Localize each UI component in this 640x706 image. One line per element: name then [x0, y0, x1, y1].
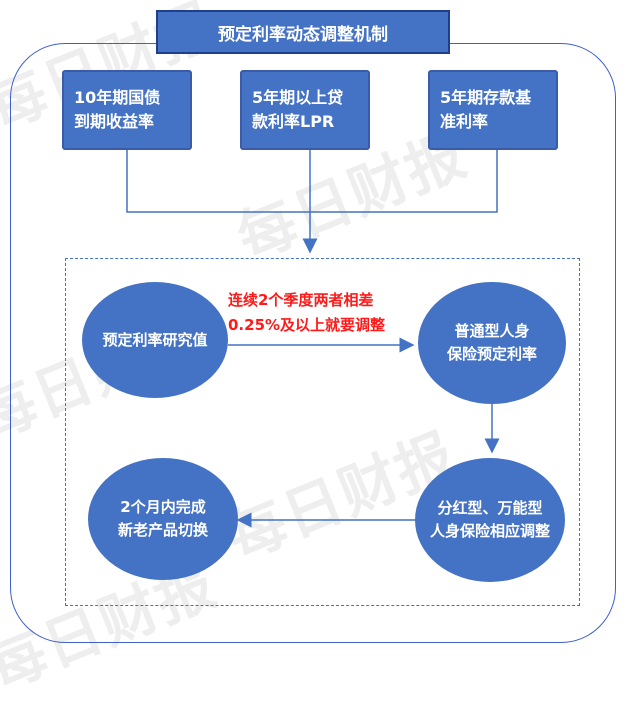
- adjustment-condition-line1: 连续2个季度两者相差: [228, 291, 374, 309]
- adjustment-condition-line2: 0.25%及以上就要调整: [228, 316, 386, 334]
- node-participating-adjust-line1: 分红型、万能型: [437, 499, 543, 517]
- node-participating-adjust: 分红型、万能型 人身保险相应调整: [415, 458, 565, 582]
- input-treasury-yield-line1: 10年期国债: [74, 88, 161, 107]
- connectors: [126, 150, 500, 528]
- input-lpr-line2: 款利率LPR: [252, 112, 335, 131]
- node-ordinary-life-rate-line1: 普通型人身: [454, 322, 530, 340]
- node-product-switch-line2: 新老产品切换: [117, 521, 208, 539]
- node-ordinary-life-rate-line2: 保险预定利率: [446, 345, 537, 363]
- node-research-value: 预定利率研究值: [82, 282, 228, 398]
- input-lpr-line1: 5年期以上贷: [252, 88, 344, 107]
- input-treasury-yield-line2: 到期收益率: [74, 112, 155, 131]
- input-lpr: 5年期以上贷 款利率LPR: [240, 70, 370, 150]
- node-product-switch: 2个月内完成 新老产品切换: [88, 458, 238, 580]
- input-deposit-rate-line1: 5年期存款基: [440, 88, 532, 107]
- input-deposit-rate: 5年期存款基 准利率: [428, 70, 558, 150]
- input-treasury-yield: 10年期国债 到期收益率: [62, 70, 192, 150]
- input-deposit-rate-line2: 准利率: [440, 112, 489, 131]
- diagram-title: 预定利率动态调整机制: [156, 10, 450, 54]
- node-research-value-text: 预定利率研究值: [102, 330, 208, 349]
- process-frame: [65, 258, 580, 606]
- node-participating-adjust-line2: 人身保险相应调整: [429, 522, 550, 540]
- adjustment-condition: 连续2个季度两者相差 0.25%及以上就要调整: [228, 288, 428, 338]
- node-ordinary-life-rate: 普通型人身 保险预定利率: [418, 282, 566, 404]
- node-product-switch-line1: 2个月内完成: [120, 498, 206, 516]
- merge-line: [126, 150, 498, 213]
